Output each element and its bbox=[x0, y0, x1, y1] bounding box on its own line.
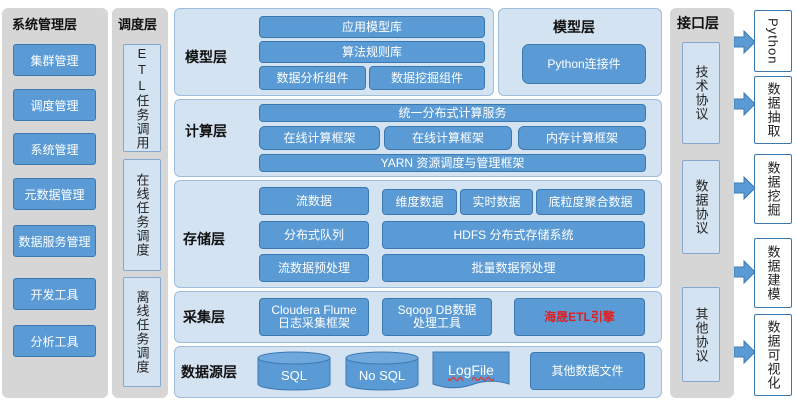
cloudera-flume-box[interactable]: Cloudera Flume 日志采集框架 bbox=[259, 298, 369, 336]
stream-preprocess-box[interactable]: 流数据预处理 bbox=[259, 254, 369, 282]
python-connector-box[interactable]: Python连接件 bbox=[522, 44, 646, 84]
schedule-mgmt-button[interactable]: 调度管理 bbox=[13, 89, 96, 121]
collect-layer-title: 采集层 bbox=[183, 309, 225, 325]
analysis-tools-button[interactable]: 分析工具 bbox=[13, 325, 96, 357]
model-layer-right-title: 模型层 bbox=[553, 19, 595, 35]
nosql-cylinder-icon bbox=[345, 351, 419, 391]
arrow-modeling-icon bbox=[734, 260, 756, 284]
batch-preprocess-box[interactable]: 批量数据预处理 bbox=[382, 254, 645, 282]
other-protocol[interactable]: 其他协议 bbox=[682, 287, 720, 382]
yarn-resource-box[interactable]: YARN 资源调度与管理框架 bbox=[259, 154, 646, 172]
technical-protocol[interactable]: 技术协议 bbox=[682, 42, 720, 144]
stream-data-box[interactable]: 流数据 bbox=[259, 187, 369, 215]
app-model-lib-box[interactable]: 应用模型库 bbox=[259, 16, 485, 38]
dev-tools-button[interactable]: 开发工具 bbox=[13, 278, 96, 310]
online-compute-framework-1-box[interactable]: 在线计算框架 bbox=[259, 126, 380, 150]
output-data-modeling[interactable]: 数据建模 bbox=[754, 238, 792, 308]
logfile-document-icon bbox=[432, 351, 510, 389]
data-service-mgmt-button[interactable]: 数据服务管理 bbox=[13, 225, 96, 257]
model-layer-title: 模型层 bbox=[185, 49, 227, 65]
output-python[interactable]: Python bbox=[754, 10, 792, 72]
unified-distributed-compute-box[interactable]: 统一分布式计算服务 bbox=[259, 104, 646, 122]
sql-label: SQL bbox=[280, 367, 307, 383]
sqoop-box[interactable]: Sqoop DB数据处理工具 bbox=[382, 298, 492, 336]
arrow-mining-icon bbox=[734, 176, 756, 200]
source-layer-title: 数据源层 bbox=[181, 364, 237, 380]
scheduling-title: 调度层 bbox=[118, 16, 158, 32]
data-protocol[interactable]: 数据协议 bbox=[682, 160, 720, 254]
algorithm-rule-lib-box[interactable]: 算法规则库 bbox=[259, 41, 485, 63]
arrow-extract-icon bbox=[734, 92, 756, 116]
data-analysis-component-box[interactable]: 数据分析组件 bbox=[259, 66, 366, 90]
arrow-visualization-icon bbox=[734, 340, 756, 364]
system-mgmt-button[interactable]: 系统管理 bbox=[13, 133, 96, 165]
distributed-queue-box[interactable]: 分布式队列 bbox=[259, 221, 369, 249]
realtime-data-box[interactable]: 实时数据 bbox=[460, 189, 533, 215]
etl-task-call[interactable]: ETL任务调用 bbox=[123, 44, 161, 152]
offline-task-schedule[interactable]: 离线任务调度 bbox=[123, 277, 161, 387]
data-mining-component-box[interactable]: 数据挖掘组件 bbox=[369, 66, 485, 90]
haisheng-etl-engine-box[interactable]: 海晟ETL引擎 bbox=[514, 298, 645, 336]
hdfs-box[interactable]: HDFS 分布式存储系统 bbox=[382, 221, 645, 249]
storage-layer-title: 存储层 bbox=[183, 231, 225, 247]
output-data-visualization[interactable]: 数据可视化 bbox=[754, 314, 792, 396]
sql-cylinder-icon bbox=[257, 351, 331, 391]
metadata-mgmt-button[interactable]: 元数据管理 bbox=[13, 178, 96, 210]
memory-compute-framework-box[interactable]: 内存计算框架 bbox=[518, 126, 646, 150]
online-compute-framework-2-box[interactable]: 在线计算框架 bbox=[384, 126, 512, 150]
arrow-python-icon bbox=[734, 30, 756, 54]
logfile-label: LogFile bbox=[448, 362, 494, 378]
system-mgmt-title: 系统管理层 bbox=[12, 16, 78, 32]
output-data-extract[interactable]: 数据抽取 bbox=[754, 76, 792, 144]
low-granularity-agg-box[interactable]: 底粒度聚合数据 bbox=[536, 189, 645, 215]
online-task-schedule[interactable]: 在线任务调度 bbox=[123, 159, 161, 271]
nosql-label: No SQL bbox=[358, 367, 406, 383]
cluster-mgmt-button[interactable]: 集群管理 bbox=[13, 44, 96, 76]
compute-layer-title: 计算层 bbox=[185, 123, 227, 139]
interface-layer-title: 接口层 bbox=[677, 15, 719, 31]
other-data-files-box[interactable]: 其他数据文件 bbox=[530, 352, 645, 390]
output-data-mining[interactable]: 数据挖掘 bbox=[754, 154, 792, 224]
dimension-data-box[interactable]: 维度数据 bbox=[382, 189, 457, 215]
